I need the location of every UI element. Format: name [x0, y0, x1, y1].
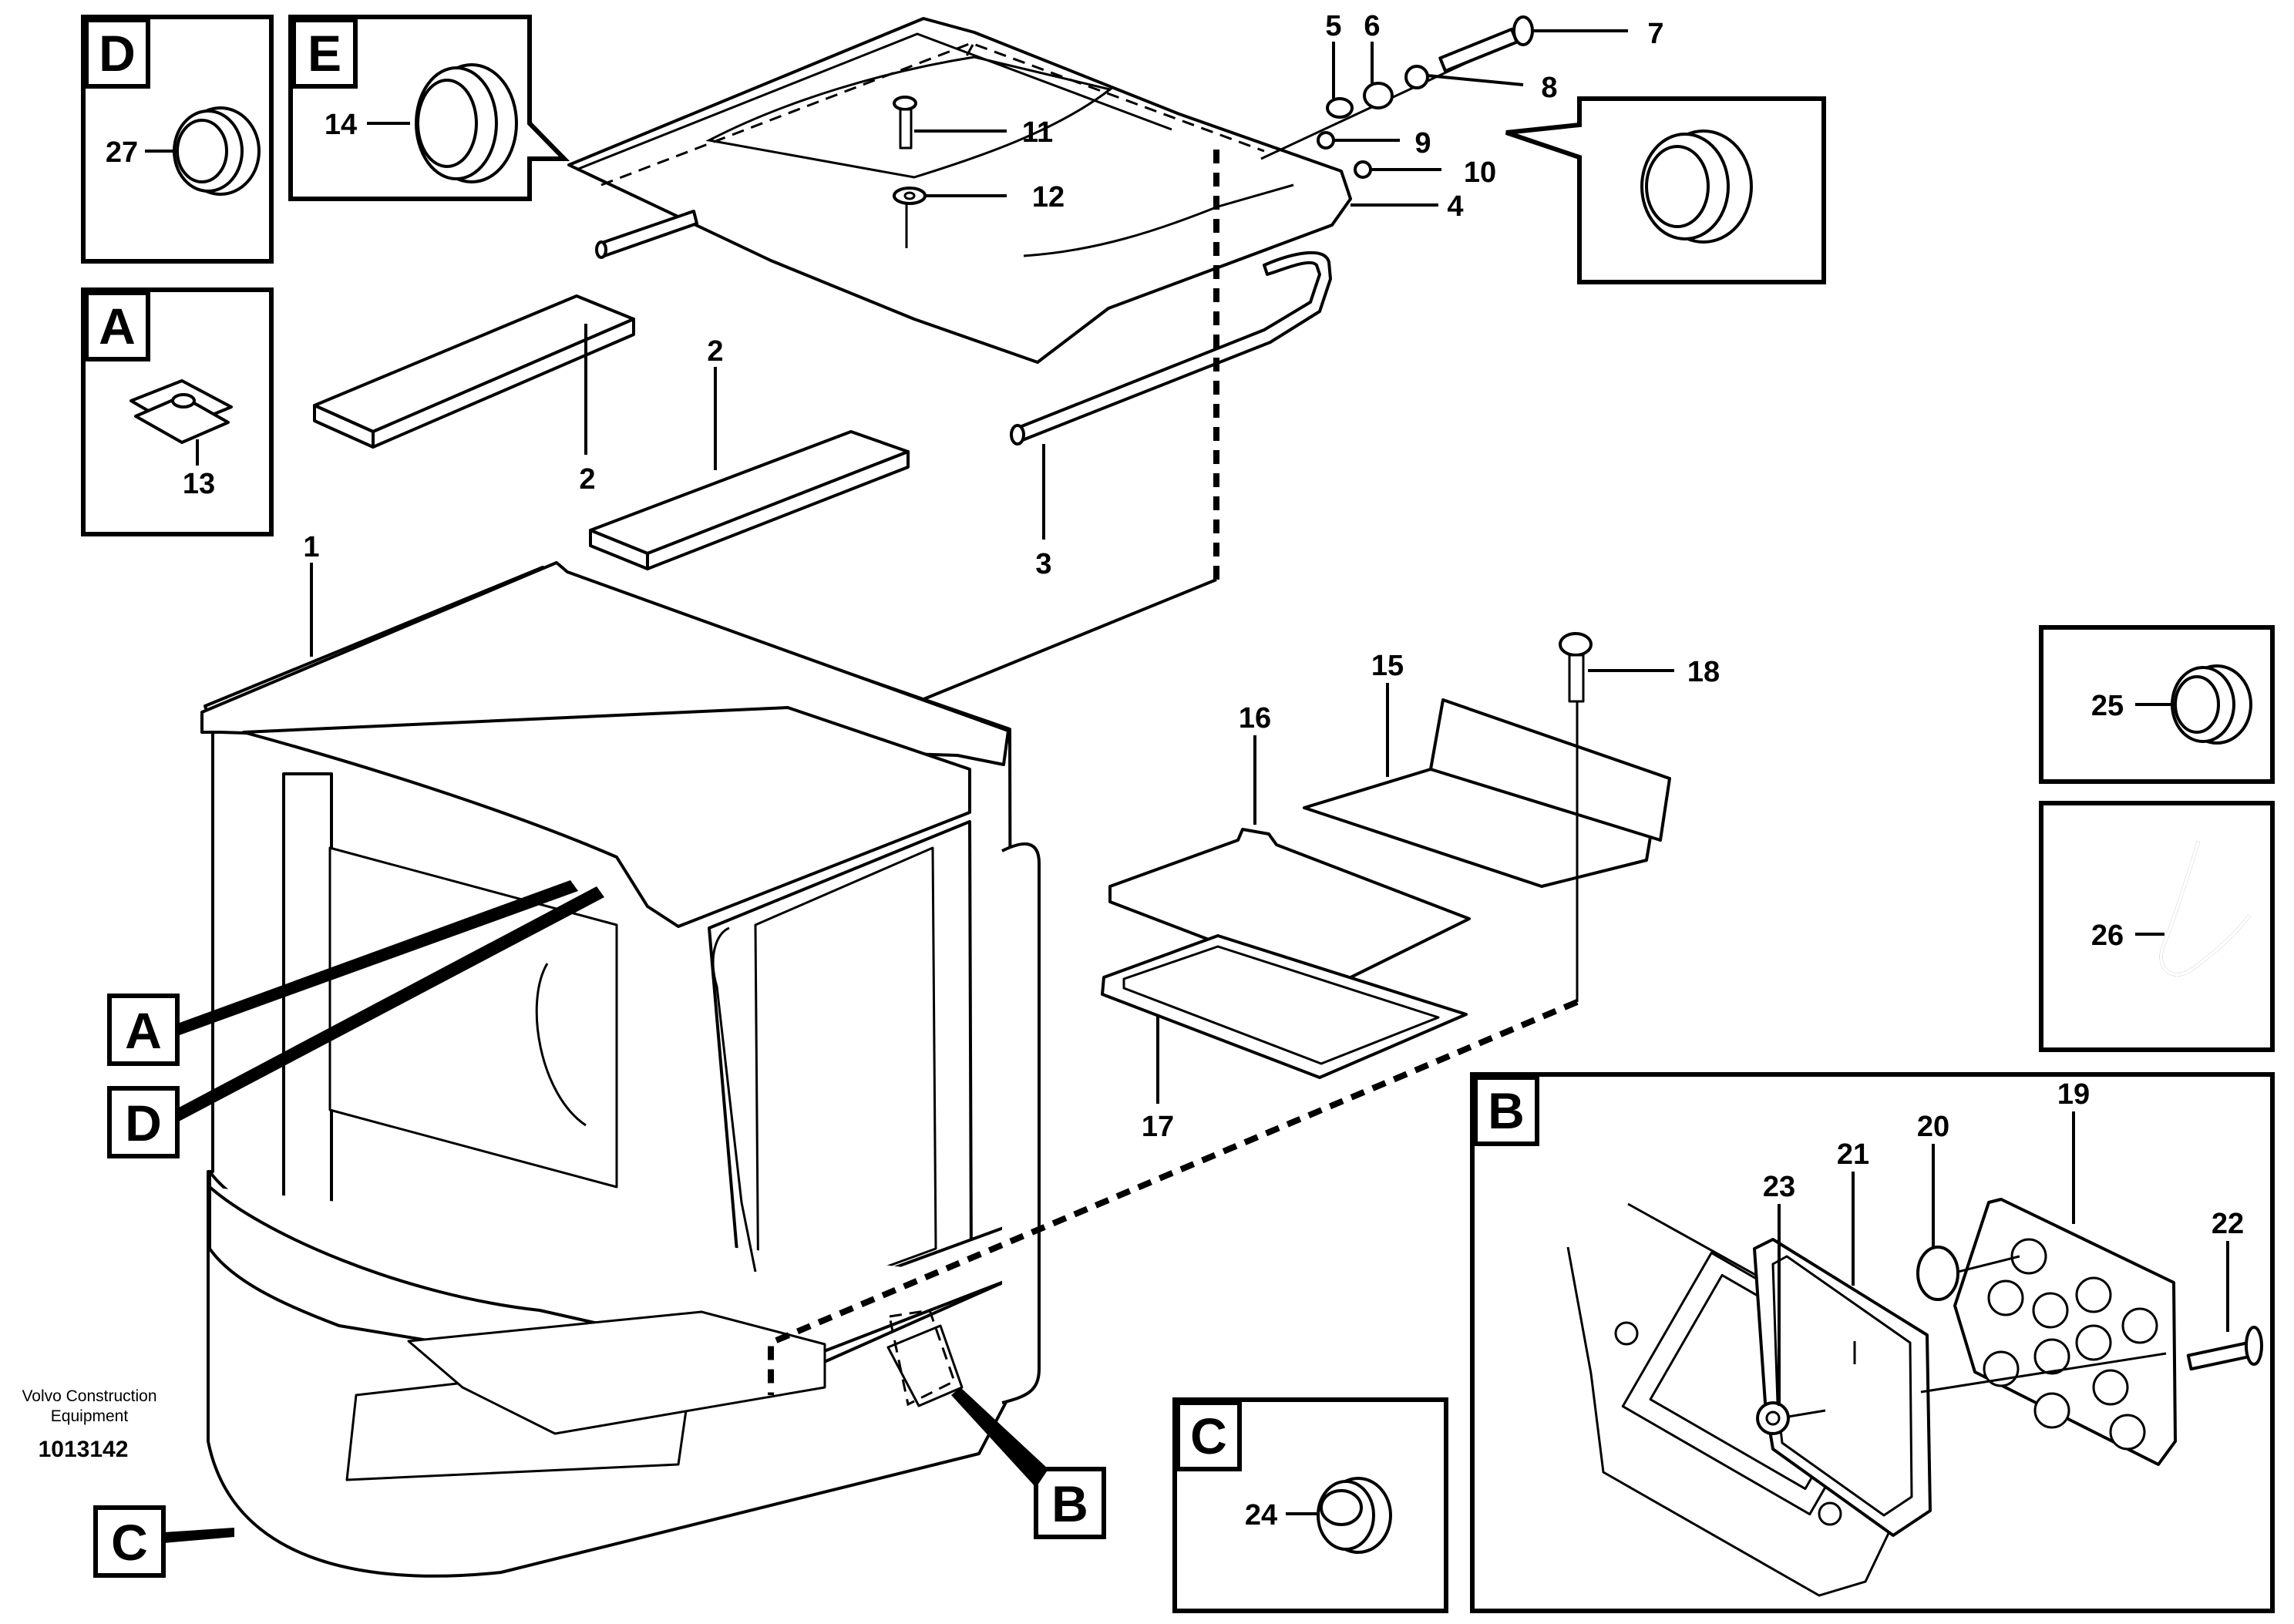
insulation-mat: [589, 430, 910, 570]
detail-box-e: E 14: [288, 15, 570, 201]
detail-box-c: C 24: [1172, 1397, 1448, 1613]
detail-box-a: A 13: [81, 287, 274, 536]
part-label-1: 1: [303, 531, 319, 563]
part-label-26: 26: [2091, 920, 2124, 952]
floor-frame-16: [1101, 934, 1468, 1079]
part-label-19: 19: [2057, 1078, 2090, 1111]
part-label-4: 4: [1447, 190, 1463, 223]
part-label-14: 14: [325, 109, 357, 141]
callout-a-letter: A: [125, 1002, 162, 1059]
part-label-10: 10: [1464, 156, 1496, 189]
part-label-21: 21: [1837, 1138, 1869, 1171]
detail-box-25: 25: [2039, 625, 2275, 784]
publisher-line-2: Equipment: [51, 1407, 129, 1425]
insulation-mat: [313, 294, 635, 449]
roof-panel: [567, 17, 1352, 364]
part-label-23: 23: [1763, 1171, 1795, 1203]
clip-nut-icon: [130, 379, 233, 466]
callout-d: D: [107, 886, 604, 1158]
part-label-12: 12: [1032, 181, 1065, 214]
detail-box-d: D 27: [81, 15, 274, 264]
plug-20: [1916, 1246, 2020, 1301]
callout-a: A: [107, 880, 578, 1066]
detail-box-b-letter: B: [1488, 1082, 1525, 1139]
part-label-15: 16: [1239, 702, 1271, 735]
part-label-16: 17: [1142, 1111, 1174, 1143]
part-label-18: 18: [1687, 656, 1720, 688]
part-label-25: 25: [2091, 690, 2124, 722]
part-label-3: 3: [1035, 548, 1051, 580]
detail-box-c-letter: C: [1190, 1407, 1227, 1464]
callout-d-letter: D: [125, 1094, 162, 1152]
nut-23: [1756, 1401, 1826, 1435]
part-label-2b: 2: [707, 335, 723, 368]
screw-18: [1559, 632, 1593, 703]
part-label-2a: 2: [579, 463, 595, 496]
part-label-7: 7: [1647, 18, 1663, 50]
part-label-6: 6: [1364, 10, 1380, 42]
grommet-icon: [173, 106, 261, 196]
screw-11: [893, 96, 917, 150]
detail-box-e-letter: E: [308, 25, 341, 82]
hardware-stack: [1260, 15, 1534, 179]
detail-box-26: 26: [2039, 801, 2275, 1052]
floor-mat-17: [1303, 698, 1671, 888]
plug-icon: [1317, 1477, 1392, 1554]
part-label-20: 20: [1917, 1111, 1949, 1143]
grommet-icon: [2171, 664, 2252, 745]
cab-frame: [200, 561, 1041, 1578]
callout-b-letter: B: [1051, 1475, 1088, 1532]
detail-box-d-letter: D: [99, 25, 136, 82]
detail-box-b: B: [1470, 1072, 2275, 1613]
cover-plate-19: [1953, 1198, 2177, 1466]
seal-strip: [595, 210, 1332, 446]
floor-mat-15: [1108, 828, 1471, 988]
screw-22: [1920, 1326, 2263, 1394]
callout-b: B: [888, 1309, 1106, 1539]
part-label-17: 15: [1371, 650, 1404, 682]
part-label-5: 5: [1325, 10, 1341, 42]
gasket-21: [1753, 1238, 1932, 1537]
grommet-icon: [415, 63, 518, 183]
detail-box-grommet-right: [1505, 96, 1826, 284]
part-label-11: 11: [1022, 116, 1053, 149]
callout-c: C: [93, 1505, 234, 1578]
part-label-24: 24: [1245, 1499, 1277, 1532]
publisher-line-1: Volvo Construction: [22, 1387, 156, 1405]
washer-12: [893, 187, 927, 205]
grommet-icon: [1640, 129, 1753, 244]
callout-c-letter: C: [111, 1514, 148, 1571]
part-label-9: 9: [1414, 127, 1431, 160]
part-label-27: 27: [106, 136, 138, 169]
part-label-8: 8: [1541, 72, 1557, 104]
part-label-13: 13: [183, 468, 215, 500]
cable-tie-icon: [2159, 841, 2251, 977]
document-number: 1013142: [39, 1437, 129, 1462]
detail-box-a-letter: A: [99, 298, 136, 355]
part-label-22: 22: [2212, 1208, 2244, 1240]
